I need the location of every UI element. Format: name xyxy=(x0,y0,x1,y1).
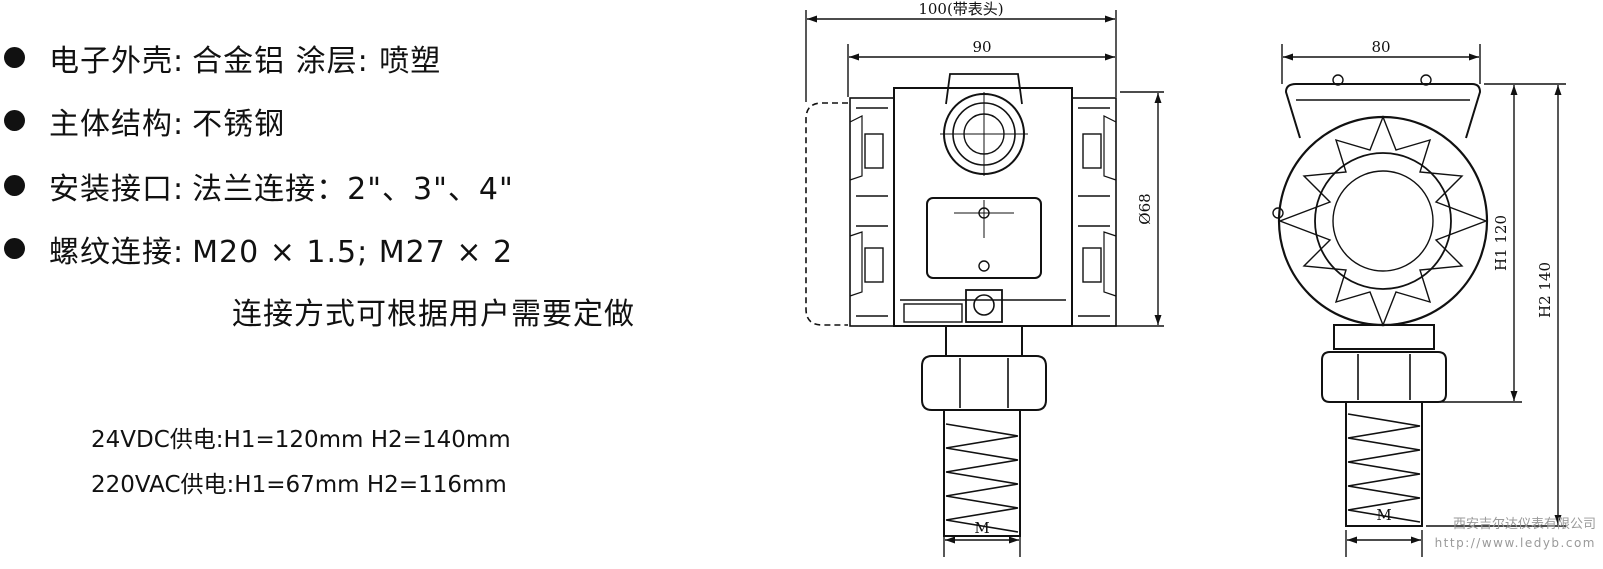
watermark-url: http://www.ledyb.com xyxy=(1435,536,1596,550)
side-dimensions xyxy=(1281,44,1566,557)
bullet-icon xyxy=(4,175,25,196)
threaded-connector xyxy=(943,409,1021,537)
bullet-icon xyxy=(4,47,25,68)
dim-width-with-head: 100(带表头) xyxy=(918,0,1003,18)
display-window xyxy=(926,197,1042,279)
side-neck xyxy=(1333,324,1435,350)
front-view xyxy=(805,73,1117,537)
dim-h2: H2 140 xyxy=(1536,262,1554,318)
spec-label: 安装接口: xyxy=(49,172,185,207)
side-threaded-connector xyxy=(1345,401,1423,527)
power-note-220vac: 220VAC供电:H1=67mm H2=116mm xyxy=(91,472,507,498)
side-hex-nut xyxy=(1321,351,1447,403)
dim-h1: H1 120 xyxy=(1492,215,1510,271)
power-note-24vdc: 24VDC供电:H1=120mm H2=140mm xyxy=(91,427,511,453)
spec-value: 不锈钢 xyxy=(192,107,286,142)
spec-item-housing: 电子外壳:合金铝 涂层: 喷塑 xyxy=(0,36,441,80)
front-dimensions xyxy=(805,10,1164,557)
display-head-outline xyxy=(805,102,848,326)
spec-item-thread: 螺纹连接:M20 × 1.5; M27 × 2 xyxy=(0,227,513,271)
spec-value: M20 × 1.5; M27 × 2 xyxy=(192,235,514,270)
bullet-icon xyxy=(4,238,25,259)
spec-note: 连接方式可根据用户需要定做 xyxy=(232,297,635,332)
dim-diameter: Ø68 xyxy=(1136,193,1154,224)
dim-width-front: 90 xyxy=(972,38,991,56)
dim-thread-front: M xyxy=(974,519,989,537)
spec-value: 合金铝 涂层: 喷塑 xyxy=(192,44,442,79)
watermark-company: 西安吉尔达仪表有限公司 xyxy=(1453,517,1596,532)
spec-label: 主体结构: xyxy=(49,107,185,142)
spec-label: 螺纹连接: xyxy=(49,235,185,270)
spec-item-body: 主体结构:不锈钢 xyxy=(0,99,285,143)
right-terminal-block xyxy=(1071,97,1117,327)
spec-value: 法兰连接：2"、3"、4" xyxy=(192,172,514,207)
bullet-icon xyxy=(4,110,25,131)
hex-nut xyxy=(921,355,1047,411)
left-terminal-block xyxy=(849,97,895,327)
cover-ribs xyxy=(1278,115,1488,327)
round-cover xyxy=(1277,115,1489,327)
dim-thread-side: M xyxy=(1376,506,1391,524)
dim-width-side: 80 xyxy=(1371,38,1390,56)
side-view xyxy=(1272,74,1489,527)
spec-item-mounting: 安装接口:法兰连接：2"、3"、4" xyxy=(0,164,514,208)
top-cap xyxy=(1284,83,1482,139)
spec-label: 电子外壳: xyxy=(49,44,185,79)
neck xyxy=(945,325,1023,357)
